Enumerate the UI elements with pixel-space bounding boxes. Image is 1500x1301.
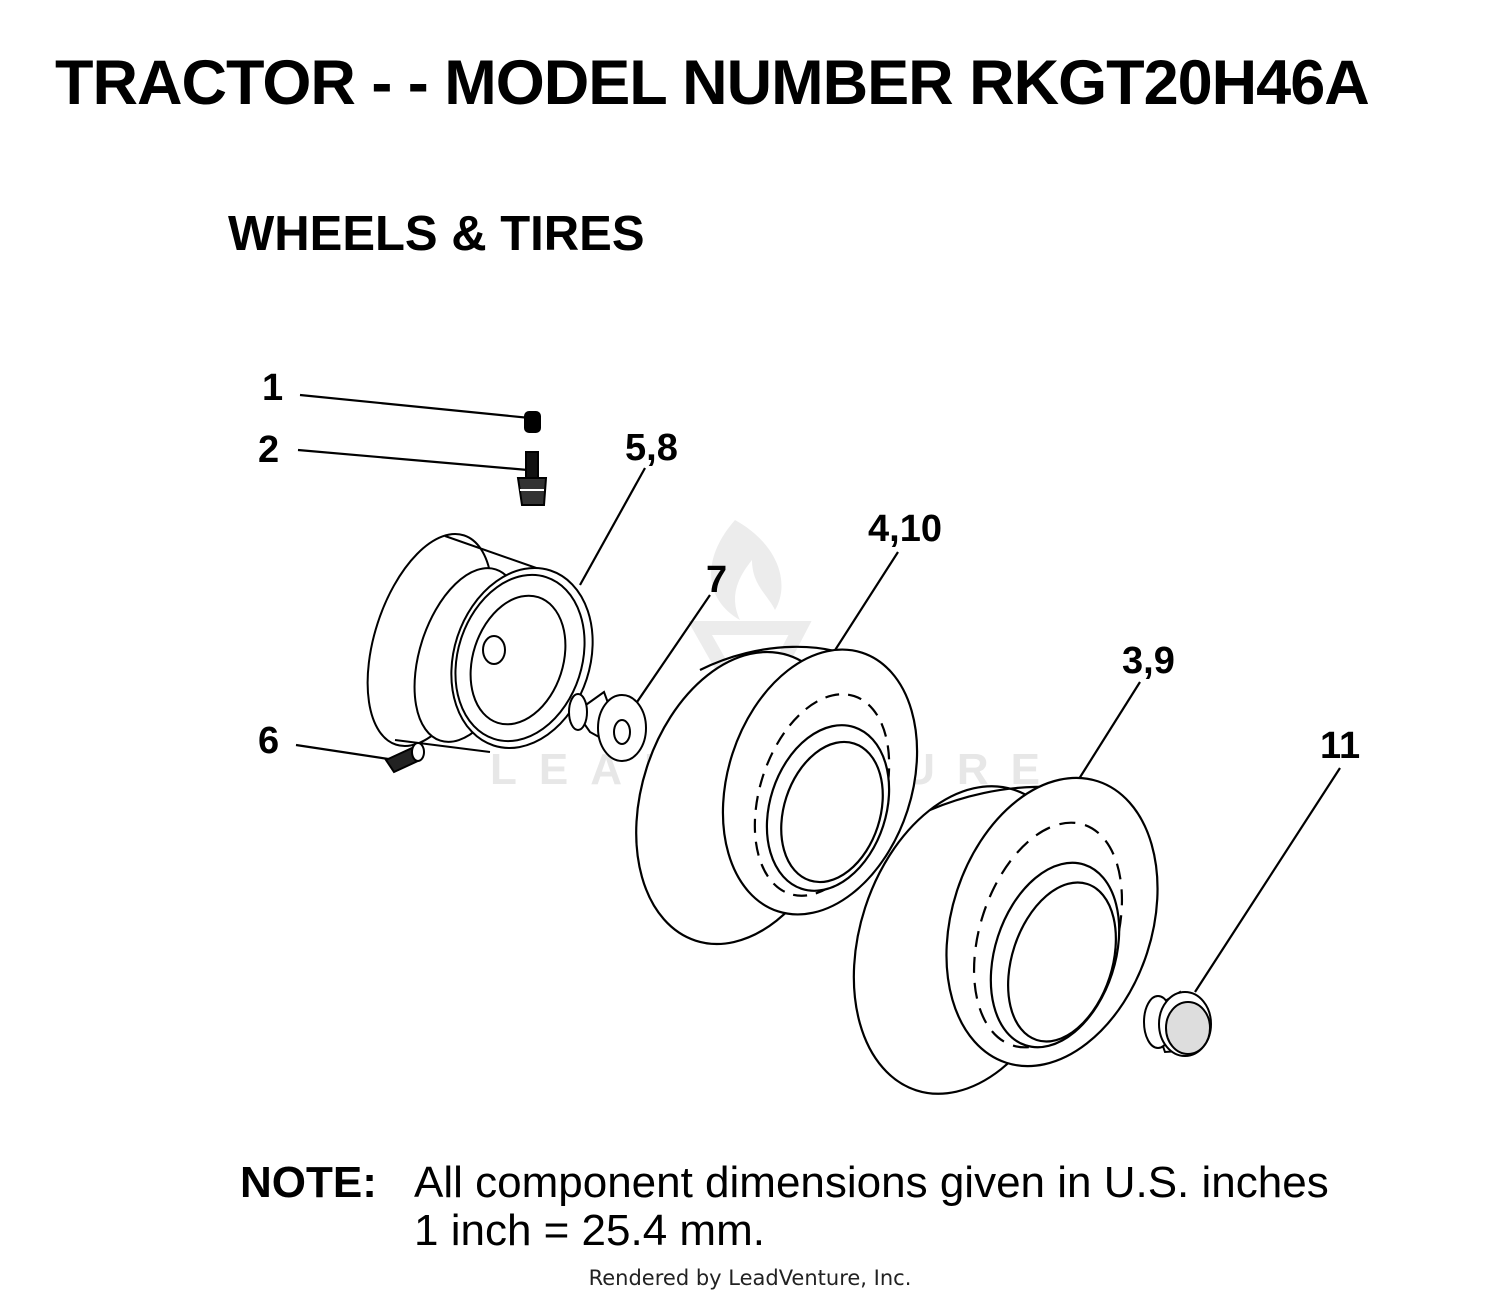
callout-5-8: 5,8 <box>625 427 678 469</box>
callout-4-10: 4,10 <box>868 508 942 550</box>
valve-stem-part <box>516 451 548 506</box>
valve-cap-part <box>524 411 541 433</box>
callout-1: 1 <box>262 367 283 409</box>
bushing-part <box>568 690 647 762</box>
footer-credit: Rendered by LeadVenture, Inc. <box>588 1266 912 1290</box>
rear-tire-part <box>852 776 1159 1095</box>
leader-2 <box>297 448 529 472</box>
bolt-part <box>384 742 425 774</box>
front-tire-part <box>635 645 919 946</box>
callout-2: 2 <box>258 429 279 471</box>
callout-3-9: 3,9 <box>1122 640 1175 682</box>
callout-7: 7 <box>706 559 727 601</box>
note-text-line-1: All component dimensions given in U.S. i… <box>414 1158 1329 1207</box>
leader-410 <box>829 551 899 659</box>
callout-6: 6 <box>258 720 279 762</box>
note-label: NOTE: <box>240 1158 377 1207</box>
leader-39 <box>1071 681 1141 791</box>
note-text-line-2: 1 inch = 25.4 mm. <box>414 1206 765 1255</box>
callout-11: 11 <box>1320 725 1360 767</box>
leader-7 <box>634 594 711 706</box>
leader-11 <box>1194 767 1341 993</box>
section-title: WHEELS & TIRES <box>228 207 645 261</box>
leader-6 <box>295 743 396 762</box>
page-title: TRACTOR - - MODEL NUMBER RKGT20H46A <box>55 48 1370 118</box>
leader-58 <box>579 467 646 586</box>
spacer-part <box>1143 990 1212 1057</box>
leader-1 <box>299 393 531 420</box>
wheel-rim-part <box>366 533 594 753</box>
